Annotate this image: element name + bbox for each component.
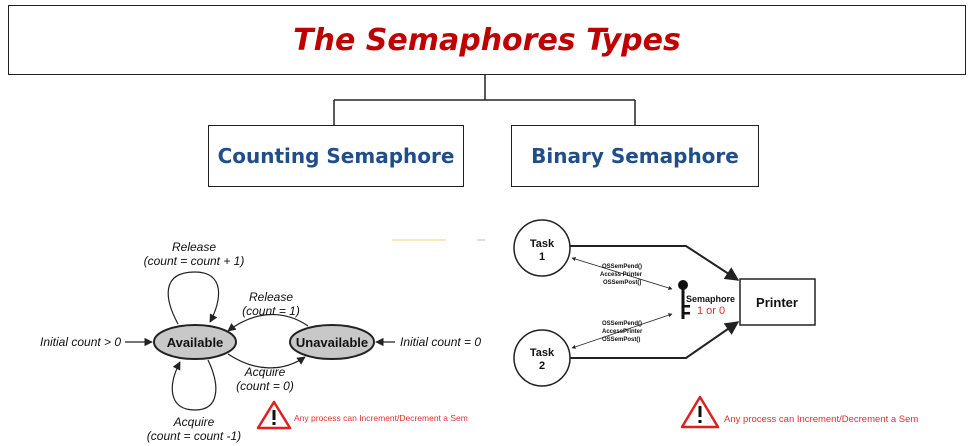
task2-op-access: AccessPrinter (602, 329, 643, 335)
counting-semaphore-box: Counting Semaphore (208, 125, 464, 187)
state-unavailable (289, 324, 375, 360)
state-available-label: Available (167, 335, 224, 350)
release-label-2: (count = 1) (242, 304, 300, 318)
counting-state-diagram: Available Unavailable Initial count > 0 … (40, 240, 481, 443)
task2-semaphore-arrow (571, 313, 673, 349)
release-self-label-1: Release (172, 240, 216, 254)
binary-diagram: Task 1 Task 2 Printer Semaphore 1 or 0 O… (513, 219, 918, 429)
semaphore-label: Semaphore (686, 294, 735, 304)
task1-op-access: Access Printer (600, 272, 643, 278)
acquire-transition-arrow (227, 353, 306, 369)
acquire-self-label-2: (count = count -1) (147, 429, 241, 443)
task1-circle (513, 219, 571, 277)
task2-op-post: OSSemPost() (602, 337, 640, 343)
release-label-1: Release (249, 290, 293, 304)
task1-label-a: Task (530, 238, 555, 250)
tree-connectors (333, 75, 636, 125)
counting-semaphore-label: Counting Semaphore (217, 144, 455, 168)
initial-count-gt0-label: Initial count > 0 (40, 335, 121, 349)
semaphore-values: 1 or 0 (697, 305, 725, 317)
task2-op-pend: OSSemPend() (602, 321, 642, 327)
task1-label-b: 1 (539, 251, 545, 263)
printer-label: Printer (756, 295, 798, 310)
printer-box (739, 278, 816, 326)
release-transition-arrow (227, 314, 309, 332)
page-title: The Semaphores Types (293, 22, 681, 58)
acquire-self-label-1: Acquire (173, 415, 215, 429)
binary-warning-text: Any process can Increment/Decrement a Se… (724, 414, 918, 425)
warning-icon (680, 395, 720, 429)
task2-label-b: 2 (539, 360, 545, 372)
state-unavailable-label: Unavailable (296, 335, 368, 350)
counting-warning-text: Any process can Increment/Decrement a Se… (294, 413, 468, 423)
release-self-loop (167, 271, 220, 325)
task1-printer-arrow (570, 245, 740, 281)
task2-printer-arrow (570, 321, 740, 359)
initial-count-eq0-label: Initial count = 0 (400, 335, 481, 349)
binary-semaphore-box: Binary Semaphore (511, 125, 759, 187)
acquire-label-1: Acquire (244, 365, 286, 379)
key-icon (678, 280, 690, 319)
task2-label-a: Task (530, 347, 555, 359)
release-self-label-2: (count = count + 1) (144, 254, 245, 268)
state-available (153, 324, 237, 360)
title-box: The Semaphores Types (8, 5, 966, 75)
acquire-self-loop (171, 359, 217, 411)
binary-semaphore-label: Binary Semaphore (531, 144, 739, 168)
task1-semaphore-arrow (571, 257, 673, 290)
warning-icon (256, 400, 292, 430)
task1-op-pend: OSSemPend() (602, 264, 642, 270)
task1-op-post: OSSemPost() (603, 280, 641, 286)
acquire-label-2: (count = 0) (236, 379, 294, 393)
